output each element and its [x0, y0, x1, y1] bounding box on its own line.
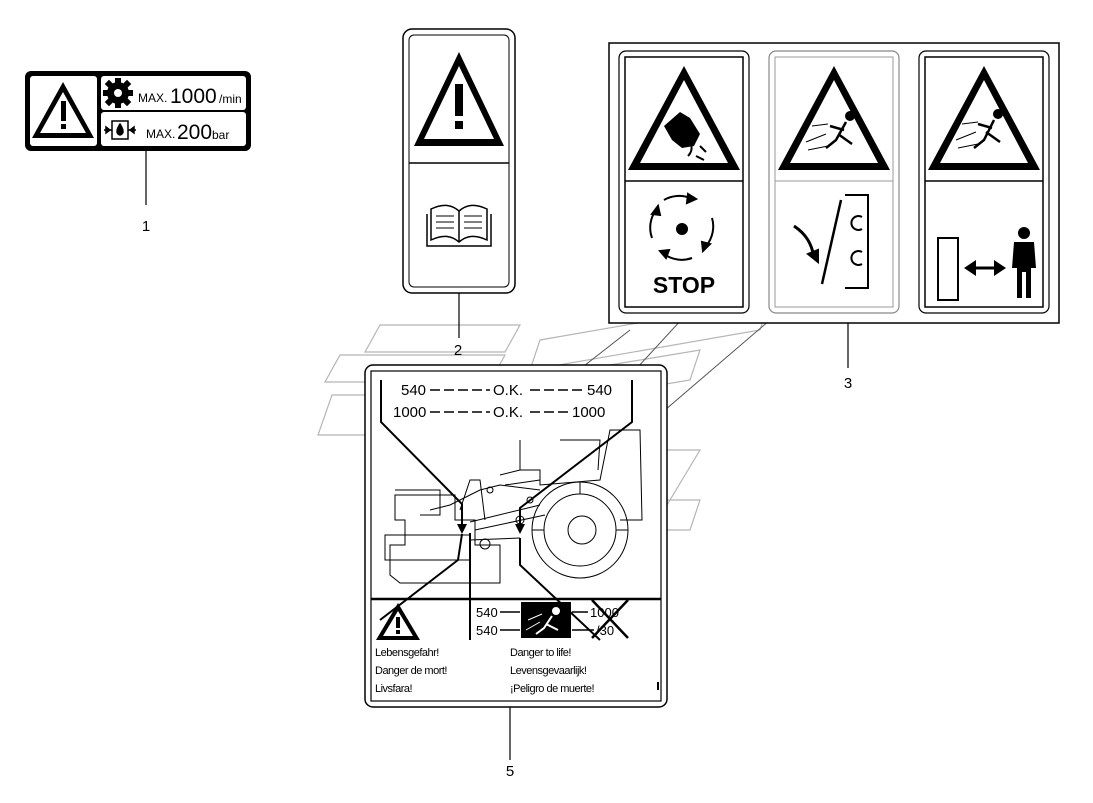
- speed-row-1-left: 540: [401, 382, 426, 399]
- speed-row-1-ok: O.K.: [493, 382, 523, 399]
- speed-row-4-left: 540: [476, 623, 498, 638]
- danger-pictogram-icon: [521, 602, 571, 638]
- callout-5: 5: [506, 763, 514, 780]
- speed-row-1-right: 540: [587, 382, 612, 399]
- decal-3: STOP: [608, 42, 1060, 368]
- prohibited-cross-icon: [591, 599, 629, 639]
- speed-row-2-left: 1000: [393, 404, 426, 421]
- decal-2: [402, 28, 516, 338]
- callout-3: 3: [844, 375, 852, 392]
- pressure-prefix: MAX.: [146, 127, 175, 141]
- speed-row-2-ok: O.K.: [493, 404, 523, 421]
- warning-nl: Levensgevaarlijk!: [510, 665, 587, 677]
- hydraulic-pressure-icon: [104, 120, 136, 140]
- hand-entanglement-warning-icon: [628, 66, 740, 170]
- safe-distance-icon: [937, 227, 1036, 301]
- warning-triangle-icon: [414, 52, 504, 146]
- warning-triangle-icon: [376, 603, 420, 640]
- pressure-value: 200: [177, 121, 212, 144]
- speed-row-4-right: /30: [596, 623, 614, 638]
- warning-sv: Livsfara!: [375, 683, 413, 695]
- callout-1: 1: [142, 218, 150, 235]
- gear-icon: [103, 78, 133, 108]
- stop-label: STOP: [653, 272, 715, 298]
- warning-es: ¡Peligro de muerte!: [510, 683, 594, 695]
- rpm-value: 1000: [170, 85, 217, 108]
- pressure-unit: bar: [212, 128, 229, 142]
- rotating-parts-icon: [649, 192, 715, 261]
- projectile-warning-icon: [778, 66, 890, 170]
- callout-2: 2: [454, 342, 462, 359]
- thrown-objects-warning-icon: [928, 66, 1040, 170]
- guard-closed-icon: [793, 194, 869, 289]
- manual-book-icon: [426, 204, 492, 247]
- decal-1: MAX. 1000 /min MAX. 200 bar: [25, 71, 251, 205]
- decal-5: 540 O.K. 540 1000 O.K. 1000: [364, 364, 668, 760]
- speed-row-2-right: 1000: [572, 404, 605, 421]
- warning-de: Lebensgefahr!: [375, 647, 439, 659]
- warning-fr: Danger de mort!: [375, 665, 447, 677]
- speed-row-3-left: 540: [476, 605, 498, 620]
- rpm-prefix: MAX.: [138, 91, 167, 105]
- tractor-pto-illustration: [384, 429, 643, 584]
- rpm-unit: /min: [219, 92, 242, 106]
- warning-en: Danger to life!: [510, 647, 571, 659]
